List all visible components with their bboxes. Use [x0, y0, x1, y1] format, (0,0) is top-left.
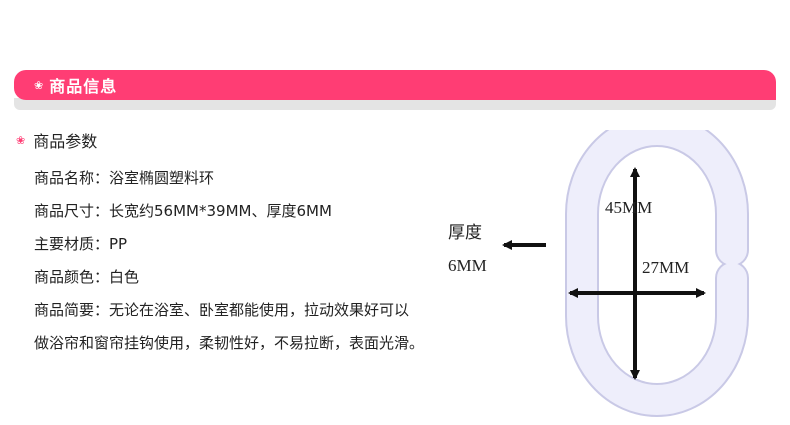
spec-value: 白色 [109, 268, 140, 286]
spec-list: 商品名称：浴室椭圆塑料环 商品尺寸：长宽约56MM*39MM、厚度6MM 主要材… [34, 162, 424, 360]
spec-value: 浴室椭圆塑料环 [109, 169, 215, 187]
spec-value: PP [109, 235, 128, 253]
header-title: 商品信息 [49, 77, 118, 96]
subsection-heading: ❀ 商品参数 [16, 128, 97, 152]
plastic-ring-icon [565, 130, 749, 417]
height-label: 45MM [605, 198, 653, 217]
ring-dimension-diagram: 45MM 27MM 厚度 6MM [440, 130, 790, 420]
spec-value: 长宽约56MM*39MM、厚度6MM [109, 202, 332, 220]
spec-label: 商品简要： [34, 301, 110, 319]
spec-row-color: 商品颜色：白色 [34, 261, 424, 294]
spec-label: 商品尺寸： [34, 202, 110, 220]
flower-icon: ❀ [34, 78, 44, 92]
spec-label: 商品名称： [34, 169, 110, 187]
spec-row-size: 商品尺寸：长宽约56MM*39MM、厚度6MM [34, 195, 424, 228]
spec-label: 商品颜色： [34, 268, 110, 286]
header-shadow [14, 98, 776, 110]
spec-row-material: 主要材质：PP [34, 228, 424, 261]
spec-label: 主要材质： [34, 235, 110, 253]
thickness-label-line2: 6MM [448, 256, 487, 275]
spec-value: 无论在浴室、卧室都能使用，拉动效果好可以做浴帘和窗帘挂钩使用，柔韧性好，不易拉断… [34, 301, 425, 352]
flower-icon: ❀ [16, 133, 26, 147]
section-header-bar: ❀ 商品信息 [14, 70, 776, 100]
ring-diagram-graphic [502, 130, 749, 417]
spec-row-description: 商品简要：无论在浴室、卧室都能使用，拉动效果好可以做浴帘和窗帘挂钩使用，柔韧性好… [34, 294, 424, 360]
width-label: 27MM [642, 258, 690, 277]
subsection-title: 商品参数 [33, 132, 98, 151]
spec-row-name: 商品名称：浴室椭圆塑料环 [34, 162, 424, 195]
thickness-label-line1: 厚度 [448, 223, 482, 242]
